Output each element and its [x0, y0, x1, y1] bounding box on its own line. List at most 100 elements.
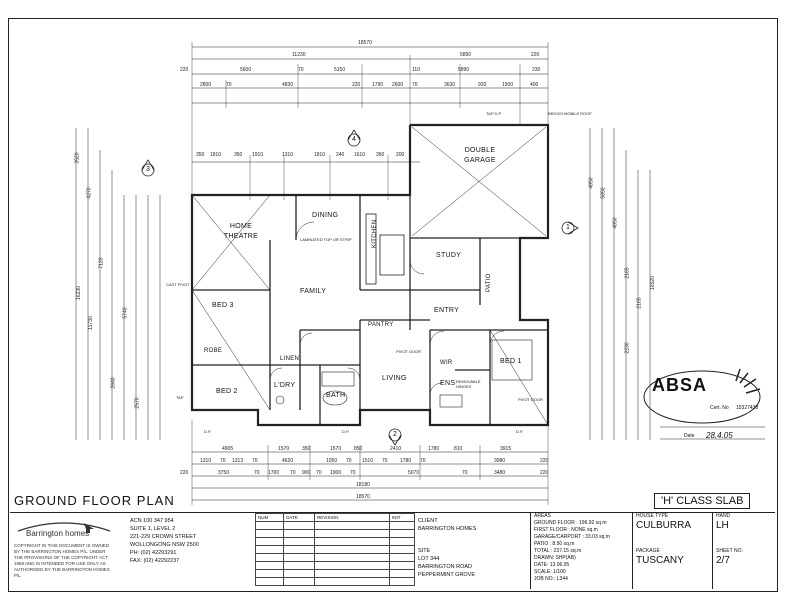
dim-left-b: 4270 — [86, 187, 93, 199]
revision-row — [254, 577, 415, 586]
room-pantry: PANTRY — [368, 322, 394, 328]
areas-label: AREAS — [534, 513, 551, 519]
revision-row — [254, 561, 415, 570]
room-family: FAMILY — [300, 288, 327, 295]
dim-left-e: 16230 — [75, 286, 82, 300]
dim-bottom-c: 350 — [302, 446, 311, 452]
dim-right-f: 16520 — [649, 276, 656, 290]
note-cast-pivot: CAST PIVOT — [166, 282, 190, 287]
sheet-block: HAND LH SHEET NO. 2/7 — [712, 513, 776, 589]
drawing-scale: SCALE: 1/100 — [534, 569, 566, 575]
room-home-theatre: HOME THEATRE — [223, 223, 259, 240]
site-road: BARRINGTON ROAD — [418, 564, 472, 570]
dim-bottom-i: 3915 — [500, 446, 512, 452]
dim-bottom-w: 220 — [180, 470, 189, 476]
dim-top-m: 4830 — [282, 82, 294, 88]
drawn-by: DRAWN: SHP(AB) — [534, 555, 576, 561]
dim-bottom-l: 1313 — [232, 458, 244, 464]
office-details: ACN 100 347 954 SUITE 1, LEVEL 2 221-229… — [130, 517, 250, 565]
client-label: CLIENT — [418, 518, 438, 524]
dim-top-ab: 240 — [336, 152, 345, 158]
dim-bottom-a: 4905 — [222, 446, 234, 452]
note-pivot-bed1: PIVOT DOOR — [518, 397, 544, 402]
room-study: STUDY — [436, 252, 462, 259]
section-marker-2: 2 — [393, 431, 397, 438]
note-bricks: BRICKS MOBILE ROOF — [548, 111, 592, 116]
section-marker-4: 4 — [352, 136, 356, 143]
title-block: Barrington homes COPYRIGHT IN THIS DOCUM… — [10, 512, 775, 589]
dim-top-j: 230 — [532, 67, 541, 73]
house-type-label: HOUSE TYPE — [636, 513, 669, 519]
dim-bottom-p: 70 — [346, 458, 352, 464]
dim-bottom-ae: 70 — [350, 470, 356, 476]
dim-top-y: 1910 — [252, 152, 264, 158]
dim-top-s: 920 — [478, 82, 487, 88]
site-suburb: PEPPERMINT GROVE — [418, 572, 476, 578]
dim-top-p: 2600 — [392, 82, 404, 88]
room-bed3: BED 3 — [212, 302, 234, 309]
revision-row — [254, 529, 415, 538]
dim-left-f: 11730 — [87, 316, 94, 330]
hand-label: HAND — [716, 513, 731, 519]
room-entry: ENTRY — [434, 307, 460, 314]
rev-header-revision: REVISION — [314, 513, 391, 522]
room-living: LIVING — [382, 375, 407, 382]
sheet-border — [8, 18, 778, 592]
area-first-floor: FIRST FLOOR : NONE sq.m — [534, 527, 598, 533]
drawing-title: GROUND FLOOR PLAN — [14, 493, 175, 508]
dim-top-e: 5600 — [240, 67, 252, 73]
room-linen: LINEN — [280, 356, 300, 362]
dim-bottom-v: 220 — [540, 458, 549, 464]
dim-top-g: 5150 — [334, 67, 346, 73]
revision-row — [254, 521, 415, 530]
dim-bottom-g: 1780 — [428, 446, 440, 452]
phone: PH: (02) 42293291 — [130, 550, 177, 556]
note-tap-garage: TAP D.P. — [486, 111, 502, 116]
room-kitchen: KITCHEN — [372, 219, 378, 248]
room-robe: ROBE — [204, 348, 223, 354]
rev-header-date: DATE — [283, 513, 316, 522]
dim-left-a: 3520 — [74, 152, 81, 164]
dim-top-q: 70 — [412, 82, 418, 88]
dim-top-aa: 1810 — [314, 152, 326, 158]
area-ground-floor: GROUND FLOOR : 196.92 sq.m — [534, 520, 607, 526]
dim-top-z: 1310 — [282, 152, 294, 158]
dim-bottom-b: 1570 — [278, 446, 290, 452]
company-logo: Barrington homes — [14, 519, 114, 541]
drawing-date: DATE: 13.06.05 — [534, 562, 570, 568]
dim-bottom-ab: 900 — [302, 470, 311, 476]
room-ldry: L'DRY — [274, 382, 296, 389]
absa-stamp: ABSA Cert. No 15327438 Date 28.4.05 — [640, 365, 770, 445]
dim-top-d: 220 — [180, 67, 189, 73]
dim-top-v: 350 — [196, 152, 205, 158]
client-site: CLIENT BARRINGTON HOMES SITE LOT 344 BAR… — [418, 517, 528, 579]
dim-top-o: 1790 — [372, 82, 384, 88]
dim-bottom-aa: 70 — [290, 470, 296, 476]
revision-row — [254, 537, 415, 546]
dim-left-c: 7120 — [98, 257, 105, 269]
room-dining: DINING — [312, 212, 339, 219]
dim-bottom-ah: 3480 — [494, 470, 506, 476]
note-dp-2: D.P. — [342, 429, 350, 434]
dim-bottom-d: 1570 — [330, 446, 342, 452]
note-dp-1: D.P. — [204, 429, 212, 434]
dim-top-n: 220 — [352, 82, 361, 88]
address-line-1: SUITE 1, LEVEL 2 — [130, 526, 176, 532]
room-ens: ENS — [440, 380, 456, 387]
revision-header-row: NUM DATE REVISION INIT — [254, 513, 415, 522]
dim-bottom-ag: 70 — [462, 470, 468, 476]
dim-right-a: 4850 — [588, 177, 595, 189]
dim-bottom-q: 1510 — [362, 458, 374, 464]
revision-row — [254, 545, 415, 554]
address-line-2: 221-229 CROWN STREET — [130, 534, 197, 540]
dim-right-d: 2165 — [624, 267, 631, 279]
area-patio: PATIO : 8.50 sq.m — [534, 541, 575, 547]
absa-cert: 15327438 — [736, 405, 759, 411]
dim-bottom-af: 5070 — [408, 470, 420, 476]
note-pivot-living: PIVOT DOOR — [396, 349, 422, 354]
dim-top-ad: 350 — [376, 152, 385, 158]
room-patio: PATIO — [486, 273, 492, 292]
fax: FAX: (02) 42292237 — [130, 558, 180, 564]
absa-cert-label: Cert. No — [710, 405, 729, 411]
